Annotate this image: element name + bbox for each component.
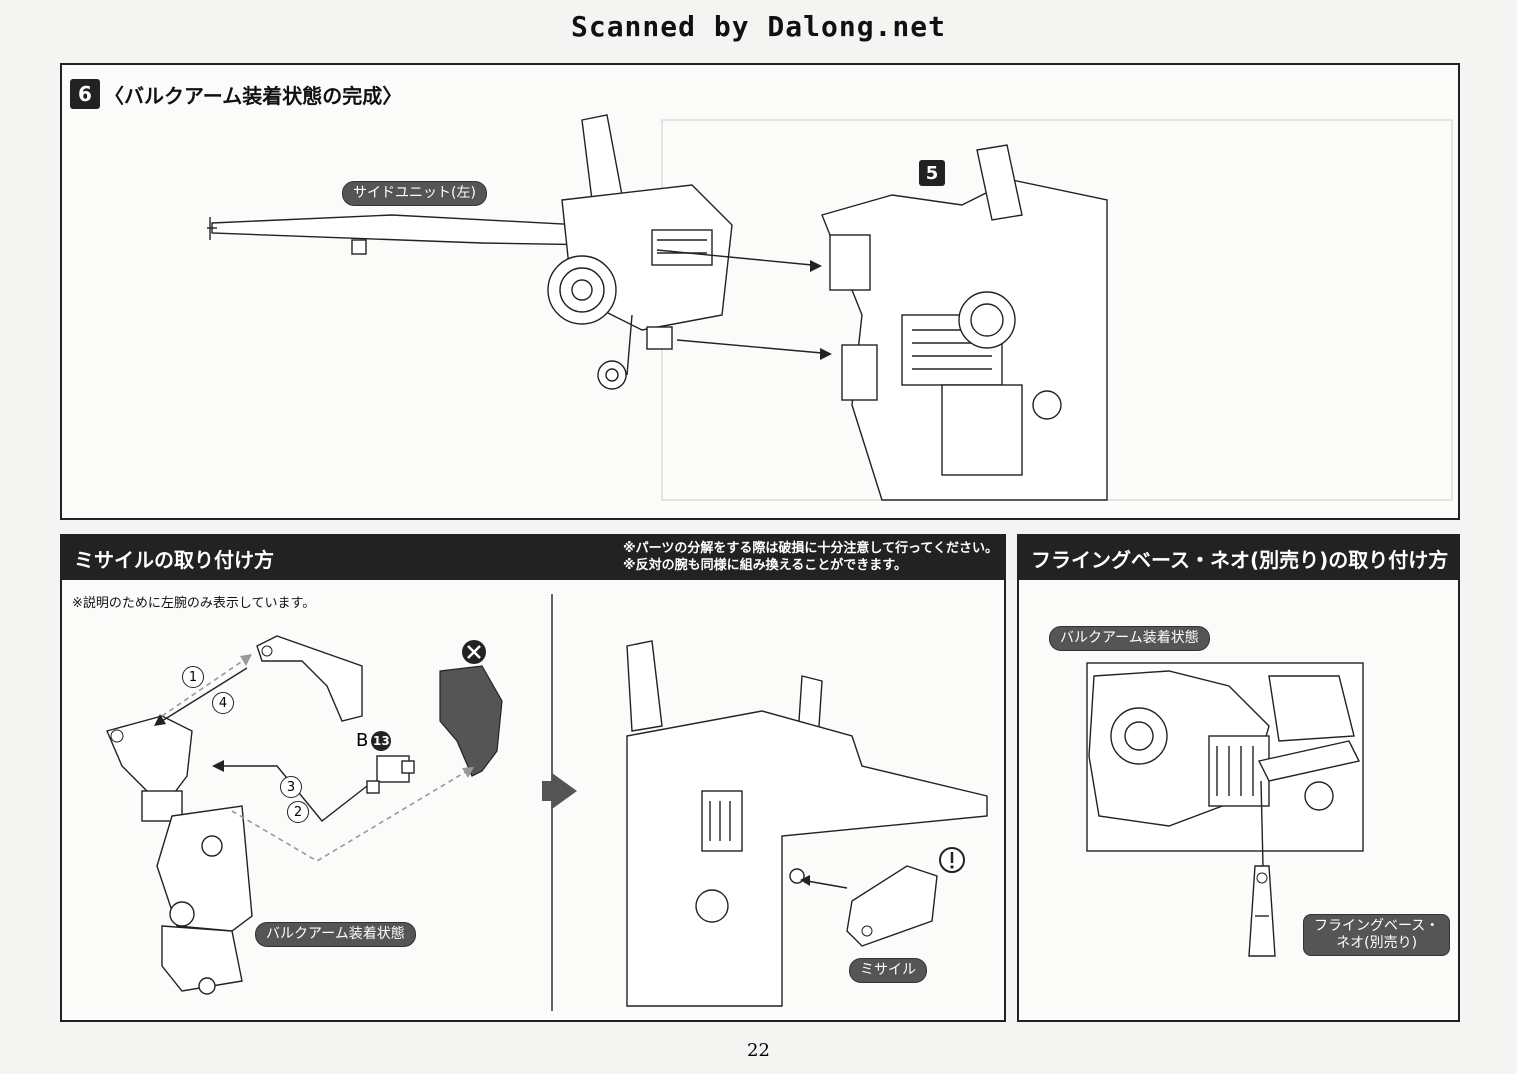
prohibited-x-icon bbox=[462, 640, 486, 664]
missile-notes: ※パーツの分解をする際は破損に十分注意して行ってください。 ※反対の腕も同様に組… bbox=[623, 540, 998, 574]
step5-ref-box: 5 bbox=[919, 160, 945, 186]
part-ref-number: 13 bbox=[371, 730, 392, 751]
flying-base-label: フライングベース・ ネオ(別売り) bbox=[1303, 914, 1451, 956]
page-number: 22 bbox=[747, 1040, 770, 1061]
step6-heading: 6 〈バルクアーム装着状態の完成〉 bbox=[70, 79, 402, 109]
part-ref-b13: B 13 bbox=[356, 730, 392, 751]
step-label-3: 3 bbox=[280, 776, 302, 798]
side-unit-illustration bbox=[207, 114, 1453, 501]
missile-label: ミサイル bbox=[849, 958, 927, 983]
step6-title: 〈バルクアーム装着状態の完成〉 bbox=[104, 83, 403, 108]
step6-panel: 6 〈バルクアーム装着状態の完成〉 bbox=[60, 63, 1460, 520]
flying-base-label-line2: ネオ(別売り) bbox=[1336, 935, 1418, 951]
missile-section-title: ミサイルの取り付け方 bbox=[62, 536, 1004, 580]
flying-bulk-arm-label: バルクアーム装着状態 bbox=[1049, 626, 1210, 651]
side-unit-label: サイドユニット(左) bbox=[342, 181, 487, 206]
bulk-arm-label: バルクアーム装着状態 bbox=[255, 922, 416, 947]
caution-exclamation-icon bbox=[939, 847, 965, 873]
step-label-1: 1 bbox=[182, 666, 204, 688]
part-ref-letter: B bbox=[356, 730, 369, 751]
flying-base-illustration bbox=[1086, 662, 1364, 957]
step-label-4: 4 bbox=[212, 692, 234, 714]
flying-section-title: フライングベース・ネオ(別売り)の取り付け方 bbox=[1019, 536, 1458, 580]
left-arm-note: ※説明のために左腕のみ表示しています。 bbox=[72, 596, 316, 611]
step-label-2: 2 bbox=[287, 801, 309, 823]
proceed-arrow-icon bbox=[542, 773, 577, 809]
missile-illustration bbox=[106, 594, 988, 1011]
flying-base-panel: フライングベース・ネオ(別売り)の取り付け方 バルクアーム装着状態 フライングベ… bbox=[1017, 534, 1460, 1022]
flying-base-label-line1: フライングベース・ bbox=[1314, 918, 1440, 934]
step6-number: 6 bbox=[70, 79, 100, 109]
scanner-watermark: Scanned by Dalong.net bbox=[570, 10, 946, 43]
missile-panel: ミサイルの取り付け方 ※パーツの分解をする際は破損に十分注意して行ってください。… bbox=[60, 534, 1006, 1022]
missile-note-1: ※パーツの分解をする際は破損に十分注意して行ってください。 bbox=[623, 541, 998, 556]
missile-note-2: ※反対の腕も同様に組み換えることができます。 bbox=[623, 558, 907, 573]
